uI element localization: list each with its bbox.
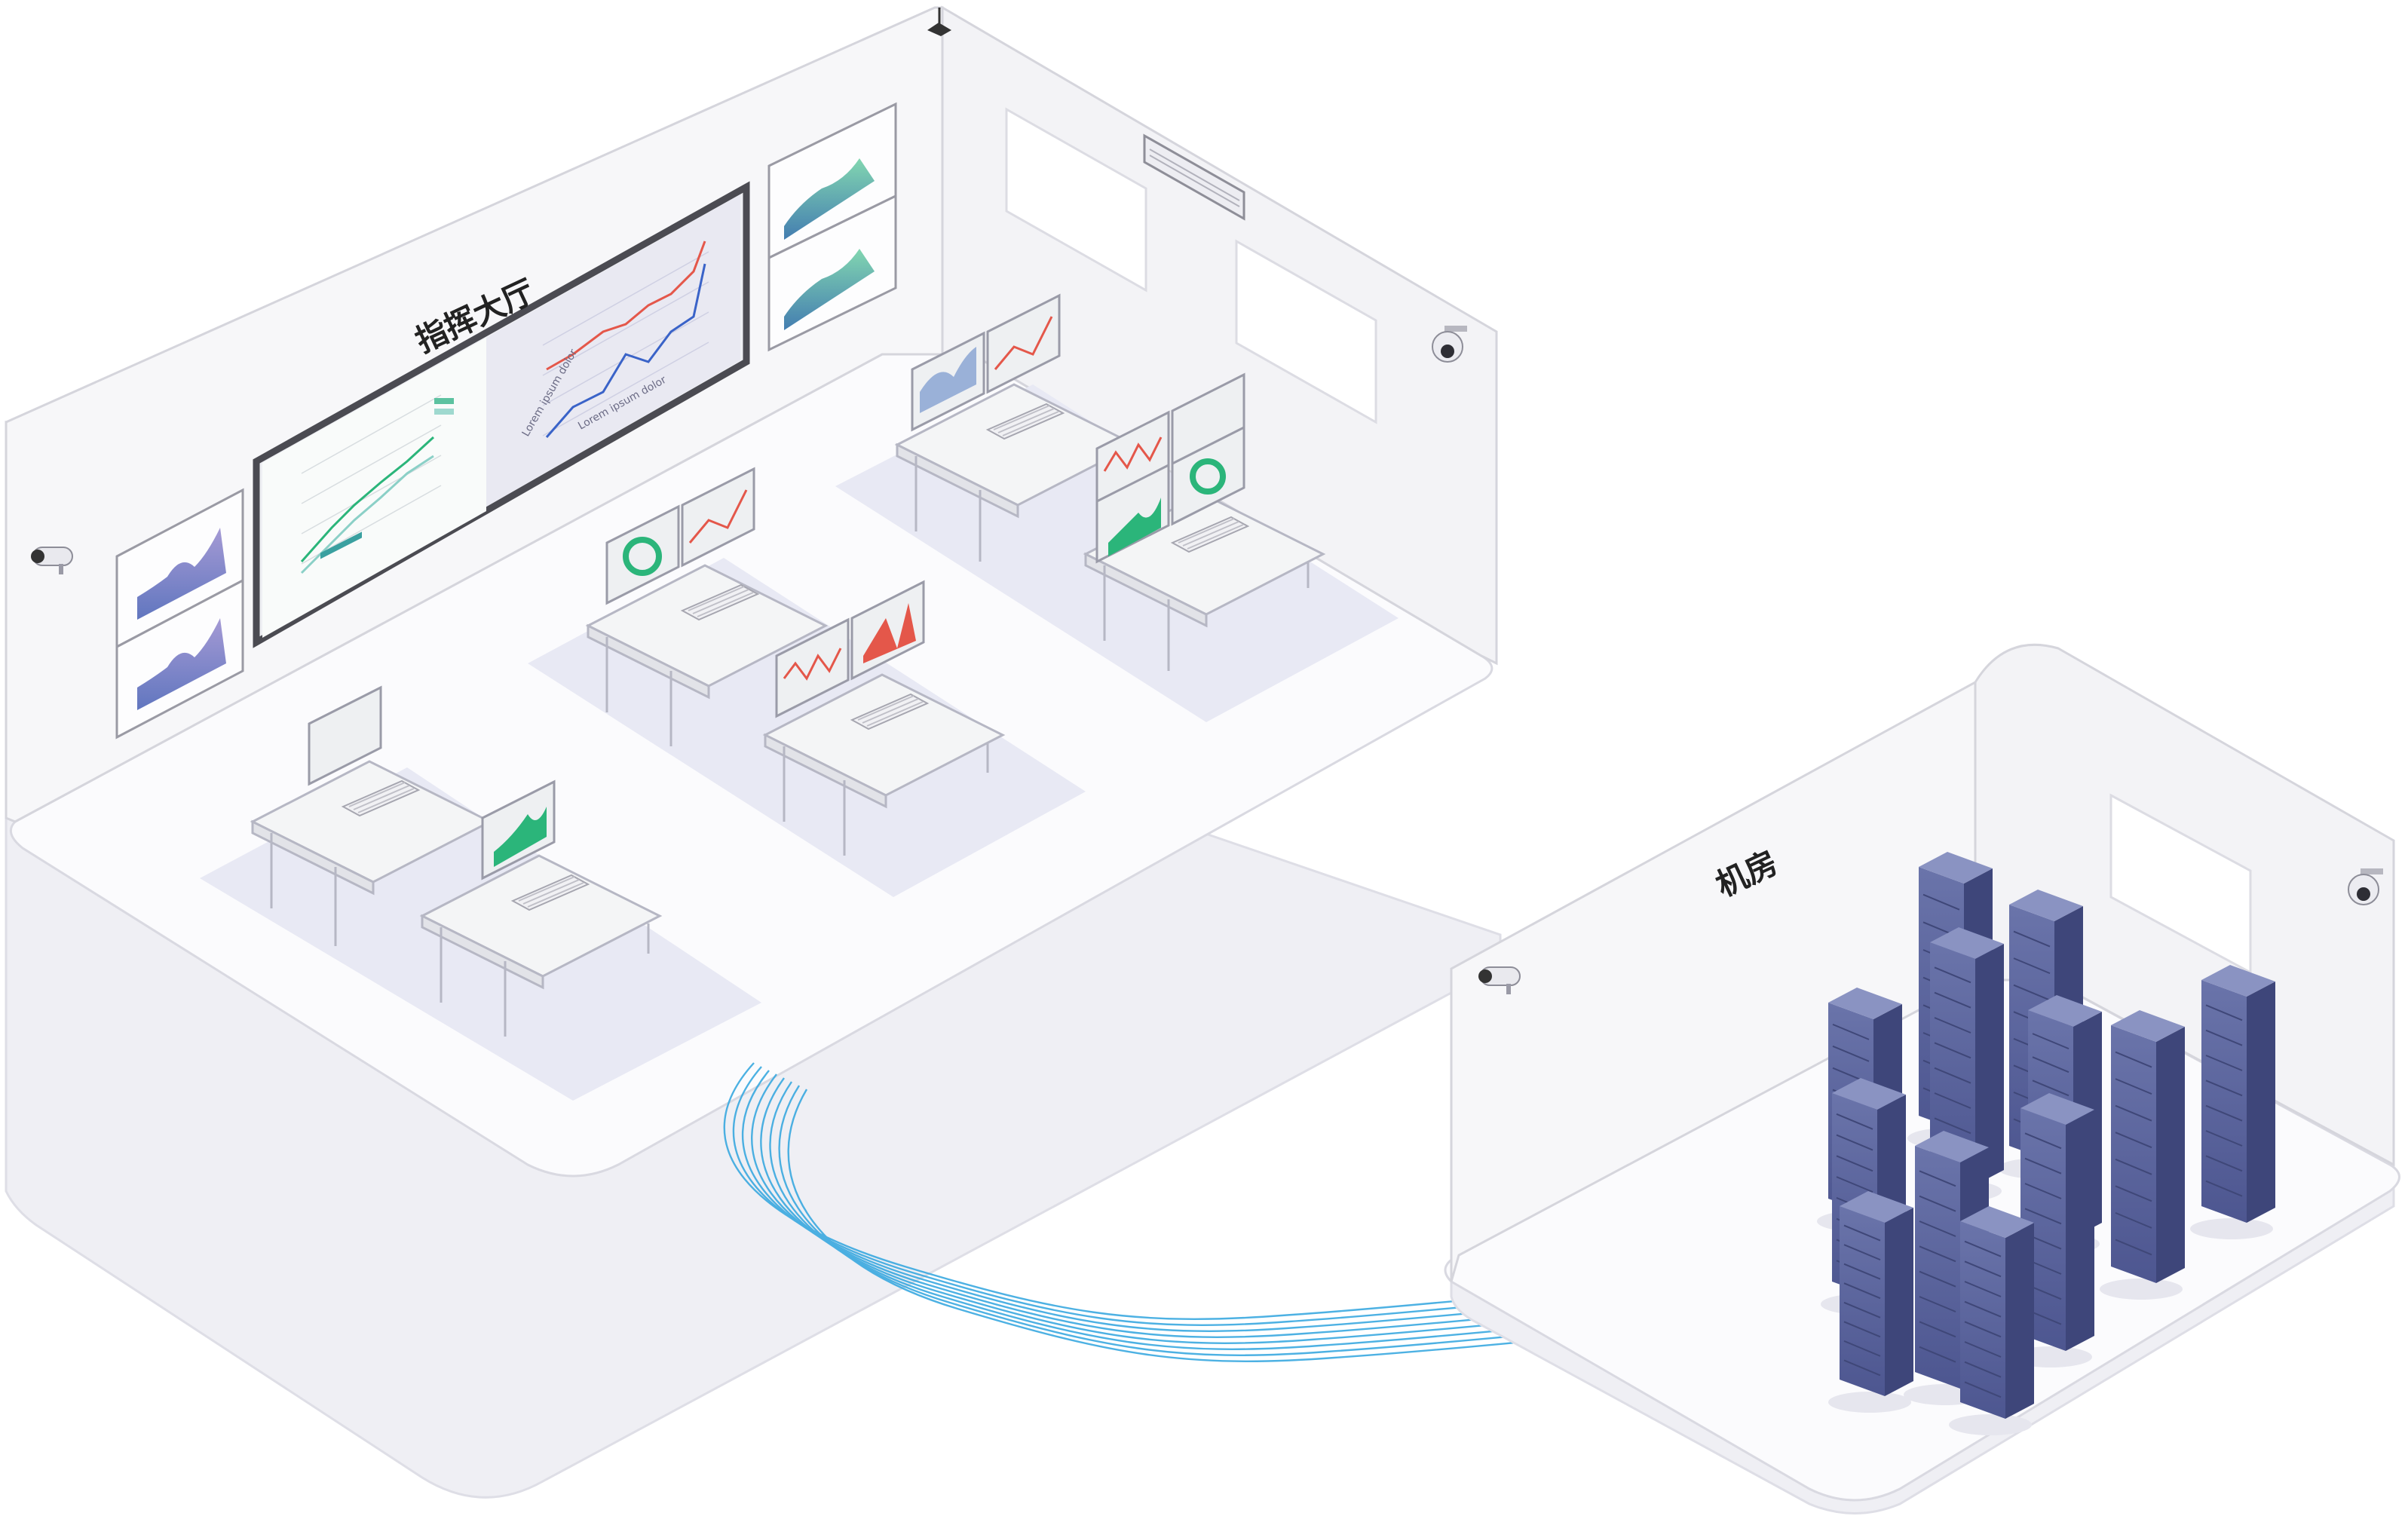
desk-2b: [762, 673, 1006, 856]
legend-swatch-b: [434, 409, 454, 415]
hall-right-panels: [767, 102, 897, 352]
air-conditioner-icon: [1143, 133, 1245, 221]
server-rack-4: [2201, 965, 2275, 1223]
hall-right-wall-fixtures: [30, 107, 1468, 575]
left-screen-series-a: [300, 436, 435, 562]
server-rack-11: [1840, 1191, 1913, 1396]
network-cable-bundle: [723, 1062, 1607, 1362]
monitor-2a-left: [605, 504, 680, 605]
server-rack-7: [2111, 1010, 2185, 1283]
server-racks: [1817, 852, 2275, 1435]
right-screen-series-red: [546, 240, 706, 371]
monitor-3b-right-bottom: [1171, 425, 1245, 526]
monitor-3a-right: [986, 293, 1061, 394]
right-screen-gridlines: [542, 251, 709, 436]
left-screen-series-b: [300, 455, 434, 574]
ceiling-light-icon: [927, 23, 951, 36]
video-wall-right-screen: [486, 194, 740, 507]
desk-1b: [419, 854, 663, 1037]
desk-2a: [585, 564, 829, 746]
window-right: [1235, 239, 1377, 424]
side-panel-2-area: [137, 618, 226, 710]
server-rack-12: [1960, 1206, 2034, 1419]
hall-side-panels: [115, 488, 244, 740]
right-screen-series-blue: [545, 263, 706, 438]
window-left: [1005, 107, 1147, 292]
workstation-monitors: [308, 293, 1249, 911]
monitor-1a: [308, 685, 382, 786]
legend-swatch-a: [434, 398, 454, 404]
desk-3a: [894, 383, 1138, 562]
side-panel-1-area: [137, 528, 226, 620]
server-rack-3: [1930, 927, 2004, 1185]
monitor-2a-right: [681, 467, 755, 568]
main-video-wall: Lorem ipsum dolor Lorem ipsum dolor: [253, 181, 750, 648]
